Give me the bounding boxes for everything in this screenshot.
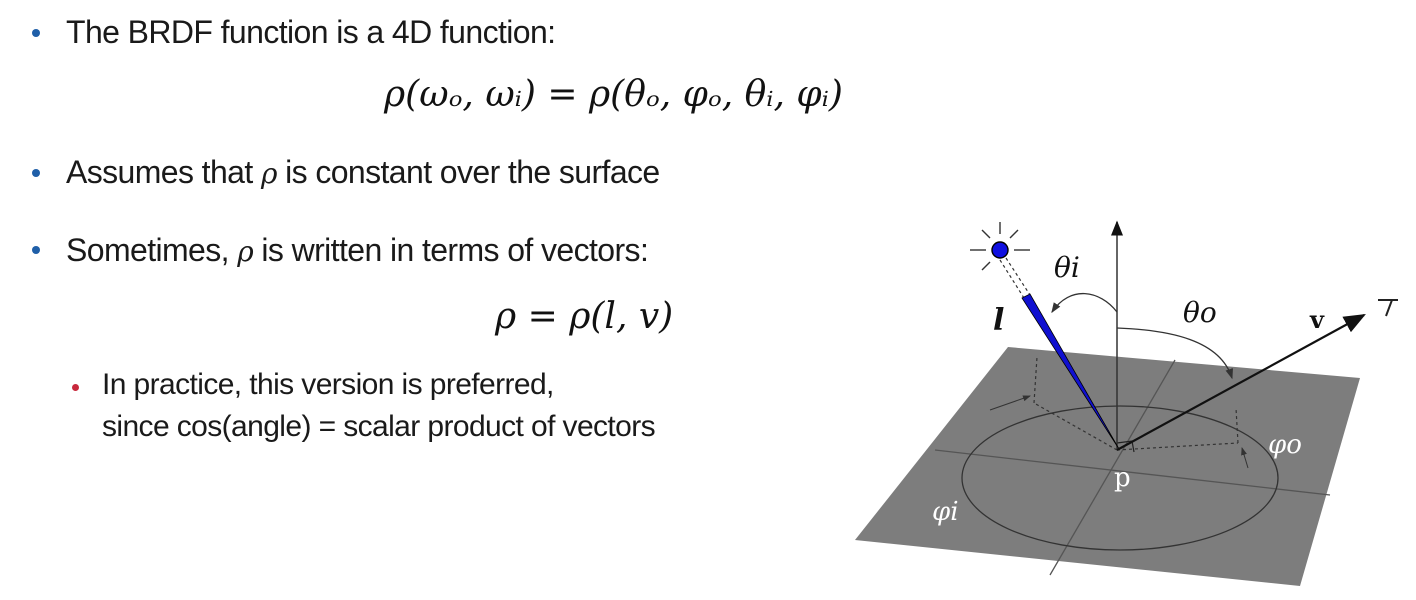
theta-o-arc (1116, 327, 1233, 380)
theta-i-arc (1051, 292, 1118, 314)
phi-i-arrow (989, 395, 1031, 411)
label-phi-o: φo (1268, 430, 1302, 460)
bullet-text: Sometimes, ρ is written in terms of vect… (66, 232, 649, 269)
light-source-icon (970, 222, 1030, 271)
label-theta-i: θi (1054, 251, 1080, 284)
sub-bullet-line-2: since cos(angle) = scalar product of vec… (102, 410, 656, 443)
bullet-marker (32, 246, 40, 254)
eye-icon (1378, 299, 1398, 317)
brdf-4d-formula: ρ(ωₒ, ωᵢ) = ρ(θₒ, φₒ, θᵢ, φᵢ) (384, 74, 843, 115)
text-part: Assumes that (66, 154, 261, 190)
sub-bullet-line-1: In practice, this version is preferred, (102, 368, 554, 401)
bullet-marker (32, 29, 40, 37)
vector-formula: ρ = ρ(l, v) (495, 296, 674, 337)
label-phi-i: φi (932, 497, 959, 527)
label-v: v (1309, 305, 1325, 334)
phi-o-arrow (1241, 447, 1249, 469)
label-p: p (1114, 463, 1131, 493)
label-theta-o: θo (1183, 296, 1217, 329)
label-l: l (993, 303, 1004, 338)
view-vector (1116, 313, 1366, 451)
bullet-marker (72, 384, 79, 391)
plane-grid-lines (934, 359, 1331, 576)
rho-symbol: ρ (237, 235, 254, 268)
text-part: is constant over the surface (276, 154, 660, 190)
bullet-text: Assumes that ρ is constant over the surf… (66, 154, 660, 191)
surface-plane (855, 347, 1360, 586)
rho-symbol: ρ (260, 157, 277, 190)
projection-lines (999, 257, 1239, 451)
bullet-marker (32, 169, 40, 177)
text-part: Sometimes, (66, 232, 238, 268)
bullet-text: The BRDF function is a 4D function: (66, 14, 556, 50)
azimuth-circle (961, 405, 1279, 551)
text-part: is written in terms of vectors: (253, 232, 649, 268)
light-vector (1021, 293, 1120, 450)
